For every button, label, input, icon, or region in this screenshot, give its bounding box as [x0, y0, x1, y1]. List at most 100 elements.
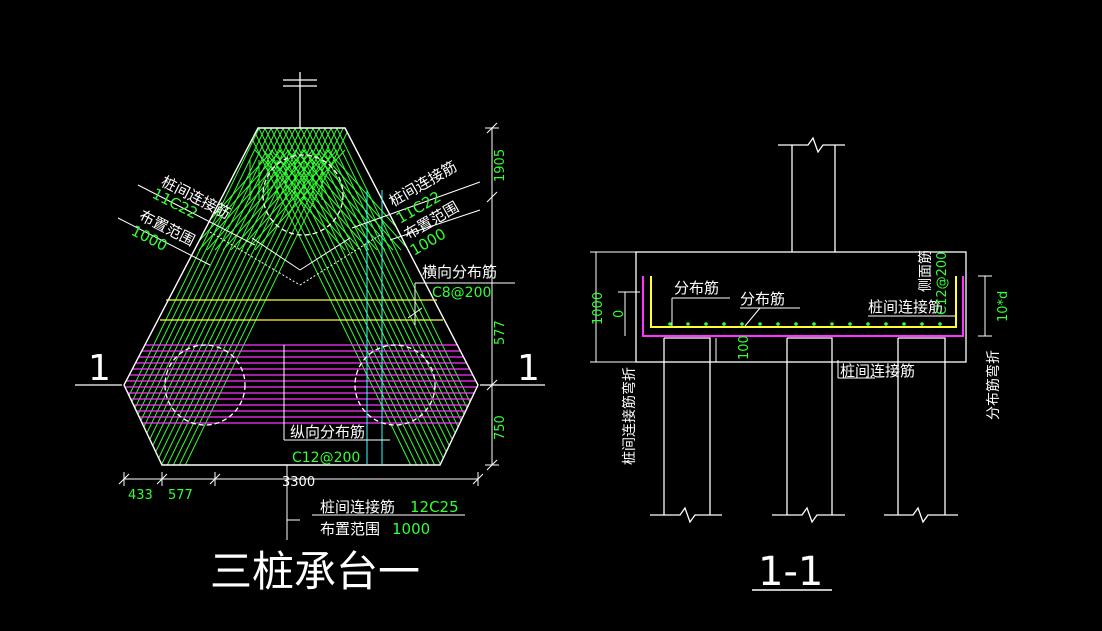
pile-left-break: [650, 506, 722, 524]
dim-horizontal: [118, 472, 484, 486]
dim-vertical: [485, 122, 499, 471]
transverse-rebar-value: C8@200: [432, 285, 491, 301]
tie-range-lines: [209, 231, 386, 286]
section-bend-label: 分布筋弯折: [985, 350, 1002, 420]
hatch-line: [309, 128, 478, 465]
pile-right: [897, 337, 946, 515]
section-tie-label: 桩间连接筋: [868, 298, 943, 316]
hatch-line: [214, 149, 306, 251]
section-dim-100: 100: [737, 335, 752, 360]
rebar-dot: [776, 322, 780, 326]
rebar-dot: [758, 322, 762, 326]
section-dim-0: 0: [612, 310, 627, 318]
magenta-band: [124, 344, 478, 424]
hatch-line: [238, 149, 330, 251]
dim-577-vertical: 577: [493, 320, 508, 345]
hatch-line: [303, 128, 478, 465]
section-magenta-rebar: [642, 276, 964, 337]
plan-view: 1 1 1905 577 750: [75, 72, 545, 596]
hatch-line: [124, 128, 305, 465]
leader-lines: [117, 181, 515, 540]
pile-middle-break: [772, 506, 845, 524]
pile-cap-outline: [123, 127, 479, 466]
section-yellow-rebar: [650, 276, 957, 328]
hatch-line: [141, 128, 323, 465]
pile-left: [663, 337, 711, 515]
pile-circles: [164, 154, 436, 426]
hatch-line: [177, 128, 359, 465]
rebar-dot: [884, 322, 888, 326]
hatch-line: [254, 149, 346, 251]
rebar-dot: [920, 322, 924, 326]
rebar-dot: [812, 322, 816, 326]
rebar-dot: [668, 322, 672, 326]
transverse-rebar: [160, 299, 443, 321]
section-side-label: 侧面筋: [917, 250, 934, 292]
dim-750: 750: [493, 415, 508, 440]
section-left-bend-label: 桩间连接筋弯折: [621, 367, 638, 465]
section-dim-1000: 1000: [591, 292, 606, 325]
transverse-rebar-label: 横向分布筋: [422, 263, 497, 281]
rebar-dot: [866, 322, 870, 326]
bottom-tie-value: 12C25: [410, 498, 459, 516]
section-leaders: [671, 297, 955, 379]
cyan-lines: [366, 190, 383, 465]
section-rebar-dots: [668, 322, 942, 326]
bottom-range-label: 布置范围: [320, 520, 380, 538]
dim-3300: 3300: [282, 475, 315, 490]
section-tie-bottom-label: 桩间连接筋: [840, 362, 915, 380]
column-lines: [791, 145, 836, 252]
hatch-line: [124, 128, 281, 465]
hatch-line: [190, 149, 282, 251]
hatch-line: [318, 149, 410, 251]
longitudinal-rebar-label: 纵向分布筋: [290, 423, 365, 441]
vertical-rebar: [249, 160, 323, 200]
rebar-dot: [938, 322, 942, 326]
hatch-line: [294, 149, 386, 251]
rebar-dot: [902, 322, 906, 326]
section-view: 1000 0 100 分布筋 分布筋 桩间连接筋 桩间连接筋 侧面筋 C12@2…: [590, 136, 1011, 595]
hatch-line: [129, 128, 311, 465]
section-mark-right-label: 1: [517, 348, 540, 389]
section-dim-right: [978, 275, 992, 337]
longitudinal-rebar-value: C12@200: [292, 450, 360, 466]
section-side-value: C12@200: [935, 252, 950, 315]
rebar-dot: [740, 322, 744, 326]
column-break: [778, 136, 845, 154]
bottom-tie-label: 桩间连接筋: [320, 498, 395, 516]
rebar-dot: [686, 322, 690, 326]
hatch-line: [230, 149, 322, 251]
hatch-line: [206, 149, 298, 251]
plan-title: 三桩承台一: [210, 547, 420, 596]
rebar-dot: [704, 322, 708, 326]
section-bend-value: 10*d: [996, 291, 1011, 322]
section-fb-label-1: 分布筋: [674, 279, 719, 297]
rebar-dot: [830, 322, 834, 326]
hatch-line: [310, 149, 402, 251]
section-cap-outline: [635, 251, 967, 363]
section-dim-left: [590, 251, 717, 363]
column-axis-mark: [283, 72, 317, 128]
rebar-dot: [722, 322, 726, 326]
hatch-line: [135, 128, 317, 465]
pile-right-break: [884, 506, 958, 524]
hatch-line: [147, 128, 329, 465]
dim-1905: 1905: [493, 149, 508, 182]
section-mark-right: 1: [480, 348, 545, 389]
hatch-line: [124, 128, 275, 465]
dim-577-horizontal: 577: [168, 488, 193, 503]
hatch-line: [165, 128, 347, 465]
section-title: 1-1: [758, 549, 823, 595]
rebar-dot: [848, 322, 852, 326]
rebar-dot: [794, 322, 798, 326]
hatch-line: [327, 128, 478, 465]
section-mark-left-label: 1: [88, 348, 111, 389]
section-mark-left: 1: [75, 348, 122, 389]
hatch-line: [286, 149, 378, 251]
pile-middle: [786, 337, 833, 515]
hatch-line: [124, 128, 269, 465]
bottom-range-value: 1000: [392, 520, 430, 538]
section-fb-label-2: 分布筋: [740, 290, 785, 308]
dim-433: 433: [128, 488, 153, 503]
